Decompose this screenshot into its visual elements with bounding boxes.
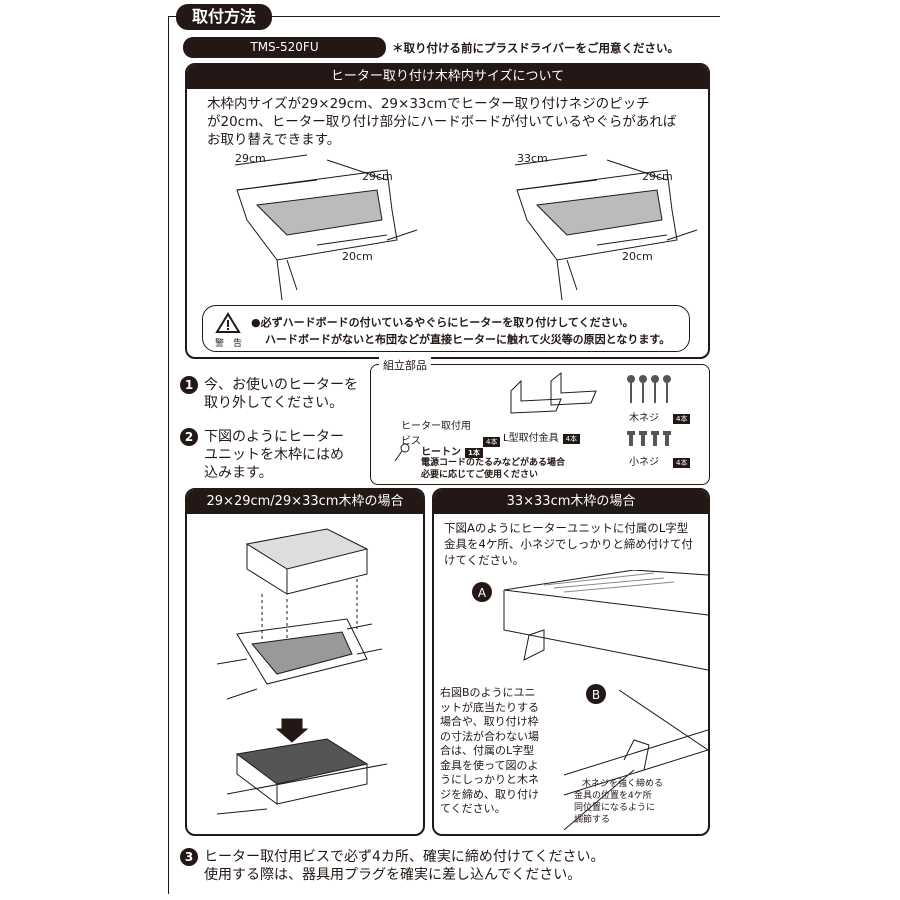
page-title: 取付方法: [176, 4, 272, 30]
model-badge: TMS-520FU: [183, 37, 386, 58]
warning-line: ハードボードがないと布団などが直接ヒーターに触れて火災等の原因となります。: [265, 333, 671, 346]
part-screw: ヒーター取付用 ビス 4本: [401, 417, 501, 447]
part-name: ヒートン: [421, 447, 461, 458]
diagram1-depth: 29cm: [362, 170, 393, 183]
text-line: 同位置になるように: [574, 803, 656, 813]
part-wood-screw: 木ネジ 4本: [629, 409, 691, 424]
text-line: 木ネジを強く締める: [582, 779, 664, 789]
panel-29cm-frame: 29×29cm/29×33cm木枠の場合: [185, 488, 425, 836]
step-text: 今、お使いのヒーターを: [204, 377, 358, 393]
callout-b: 木ネジを強く締める 金具の位置を4ケ所 同位置になるように 調節する: [574, 778, 663, 826]
label-b: B: [592, 688, 600, 702]
instruction-b: 右図Bのようにユニ ットが底当たりする 場合や、取り付け枠 の寸法が合わない場 …: [440, 686, 539, 817]
step-text: 下図のようにヒーター: [204, 429, 344, 445]
panel-33cm-frame: 33×33cm木枠の場合 下図Aのようにヒーターユニットに付属のL字型 金具を4…: [432, 488, 710, 836]
size-description: 木枠内サイズが29×29cm、29×33cmでヒーター取り付けネジのピッチ が2…: [187, 89, 708, 149]
panel-header: 33×33cm木枠の場合: [434, 490, 708, 514]
prep-note: ＊取り付ける前にプラスドライバーをご用意ください。: [392, 41, 680, 55]
text-line: お取り替えできます。: [207, 132, 341, 148]
small-screw-icon: [627, 431, 671, 446]
note-line: 必要に応じてご使用ください: [421, 470, 539, 480]
part-name: 木ネジ: [629, 413, 659, 424]
heaton-note: 電源コードのたるみなどがある場合 必要に応じてご使用ください: [421, 457, 565, 481]
text-line: ットが底当たりする: [440, 700, 539, 714]
text-line: 金具の位置を4ケ所: [574, 791, 652, 801]
step-number: 1: [180, 376, 198, 394]
step-3: 3 ヒーター取付用ビスで必ず4カ所、確実に締め付けてください。 使用する際は、器具…: [180, 848, 605, 884]
part-count: 4本: [562, 434, 581, 444]
text-line: 金具を使って図のよ: [440, 758, 539, 772]
frame-size-diagrams: 29cm 29cm 20cm 33cm 29cm 20cm: [234, 152, 698, 300]
label-a: A: [478, 586, 487, 600]
diagram2-depth: 29cm: [642, 170, 673, 183]
text-line: てください。: [440, 802, 506, 815]
text-line: 合は、付属のL字型: [440, 744, 535, 757]
part-name: 小ネジ: [629, 457, 659, 468]
part-count: 1本: [465, 448, 483, 458]
text-line: 場合や、取り付け枠: [440, 715, 539, 728]
instruction-a: 下図Aのようにヒーターユニットに付属のL字型 金具を4ケ所、小ネジでしっかりと締…: [444, 520, 693, 568]
diagram2-width: 33cm: [517, 152, 548, 165]
step-1: 1 今、お使いのヒーターを 取り外してください。: [180, 376, 358, 412]
page-frame: [168, 16, 720, 894]
step-text: ヒーター取付用ビスで必ず4カ所、確実に締め付けてください。: [204, 849, 605, 865]
size-section-header: ヒーター取り付け木枠内サイズについて: [187, 65, 708, 89]
text-line: 木枠内サイズが29×29cm、29×33cmでヒーター取り付けネジのピッチ: [207, 96, 650, 112]
diagram2-pitch: 20cm: [622, 250, 653, 263]
warning-line: ●必ずハードボードの付いているやぐらにヒーターを取り付けしてください。: [251, 316, 634, 329]
step-number: 3: [180, 848, 198, 866]
part-name: ヒーター取付用: [401, 421, 471, 432]
heaton-icon: [394, 443, 410, 462]
diagram1-width: 29cm: [235, 152, 266, 165]
text-line: うにしっかりと木ネ: [440, 773, 539, 786]
text-line: けてください。: [444, 553, 525, 567]
parts-title: 組立部品: [379, 357, 431, 373]
frame-diagram-1: [234, 154, 418, 300]
text-line: 調節する: [574, 815, 611, 825]
part-small-screw: 小ネジ 4本: [629, 453, 691, 468]
diagram1-pitch: 20cm: [342, 250, 373, 263]
step-2: 2 下図のようにヒーター ユニットを木枠にはめ 込みます。: [180, 428, 344, 482]
text-line: 右図Bのようにユニ: [440, 686, 536, 699]
warning-label: 警 告: [215, 339, 243, 349]
bracket-diagrams: A B: [472, 570, 708, 830]
l-bracket-icon: [510, 371, 597, 414]
warning-triangle-icon: [215, 312, 241, 333]
text-line: が20cm、ヒーター取り付け部分にハードボードが付いているやぐらがあれば: [207, 114, 677, 130]
heater-install-diagram: [216, 528, 388, 815]
note-line: 電源コードのたるみなどがある場合: [421, 458, 566, 468]
wood-screw-icon: [627, 375, 671, 403]
text-line: 下図Aのようにヒーターユニットに付属のL字型: [444, 521, 689, 535]
part-count: 4本: [673, 414, 691, 424]
text-line: 金具を4ケ所、小ネジでしっかりと締め付けて付: [444, 537, 693, 551]
step-text: 込みます。: [204, 465, 273, 481]
frame-diagram-2: [514, 154, 698, 300]
panel-header: 29×29cm/29×33cm木枠の場合: [187, 490, 423, 514]
step-text: 使用する際は、器具用プラグを確実に差し込んでください。: [204, 867, 582, 883]
text-line: ジを締め、取り付け: [440, 787, 539, 801]
step-text: ユニットを木枠にはめ: [204, 447, 344, 463]
part-count: 4本: [483, 437, 501, 447]
part-count: 4本: [673, 458, 691, 468]
text-line: の寸法が合わない場: [440, 729, 539, 743]
part-heaton: ヒートン 1本: [421, 443, 483, 458]
part-name: ビス: [401, 436, 421, 447]
part-name: L型取付金具: [503, 433, 559, 444]
warning-box: 警 告 ●必ずハードボードの付いているやぐらにヒーターを取り付けしてください。 …: [202, 305, 690, 352]
step-text: 取り外してください。: [204, 395, 344, 411]
step-number: 2: [180, 428, 198, 446]
